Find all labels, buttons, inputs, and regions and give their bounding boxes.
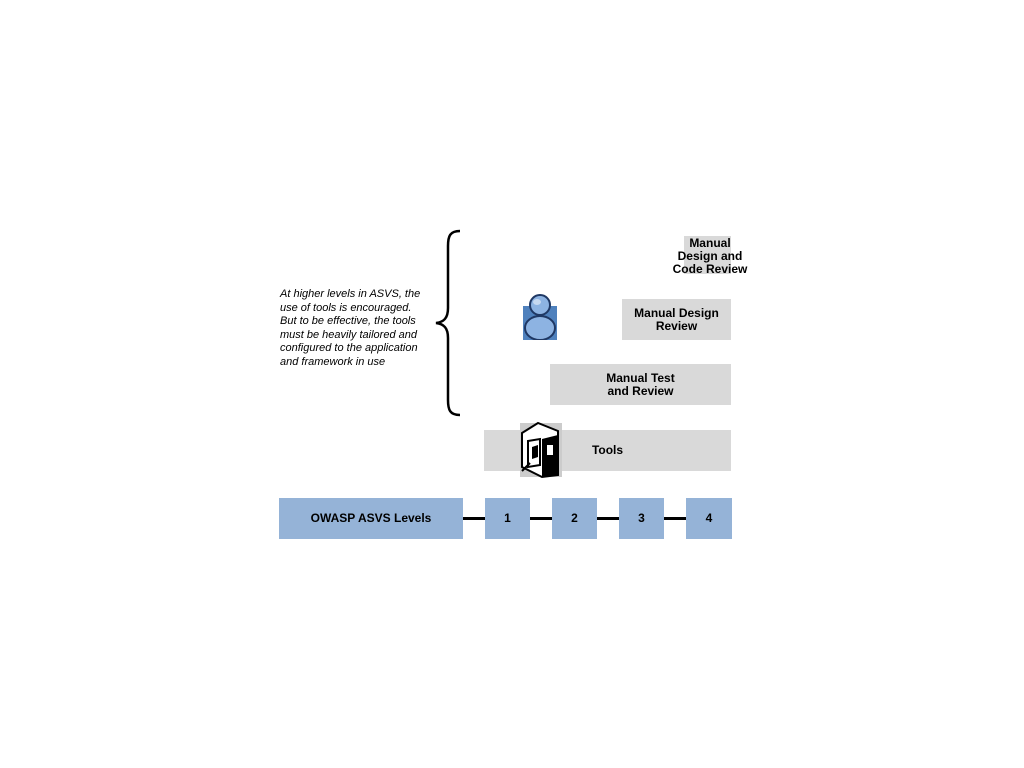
level-4-label: 4 xyxy=(705,511,713,525)
levels-title-box: OWASP ASVS Levels xyxy=(279,498,463,539)
level-1-label: 1 xyxy=(504,511,511,525)
level-3-box: 3 xyxy=(619,498,664,539)
annotation-text: At higher levels in ASVS, the use of too… xyxy=(280,288,421,368)
manual-design-box: Manual Design Review xyxy=(622,299,731,340)
level-1-box: 1 xyxy=(485,498,530,539)
level-2-box: 2 xyxy=(552,498,597,539)
tools-label: Tools xyxy=(591,443,624,457)
manual-design-label: Manual Design Review xyxy=(634,305,719,333)
person-icon xyxy=(523,294,557,340)
level-4-box: 4 xyxy=(686,498,732,539)
computer-tool-icon xyxy=(520,421,562,479)
manual-code-box xyxy=(684,236,731,274)
level-2-label: 2 xyxy=(571,511,578,525)
level-3-label: 3 xyxy=(638,511,645,525)
levels-title: OWASP ASVS Levels xyxy=(310,511,432,525)
manual-code-label: Manual Design and Code Review xyxy=(672,235,748,276)
manual-test-label: Manual Test and Review xyxy=(606,370,675,398)
manual-test-box: Manual Test and Review xyxy=(550,364,731,405)
curly-brace-icon xyxy=(435,229,461,417)
